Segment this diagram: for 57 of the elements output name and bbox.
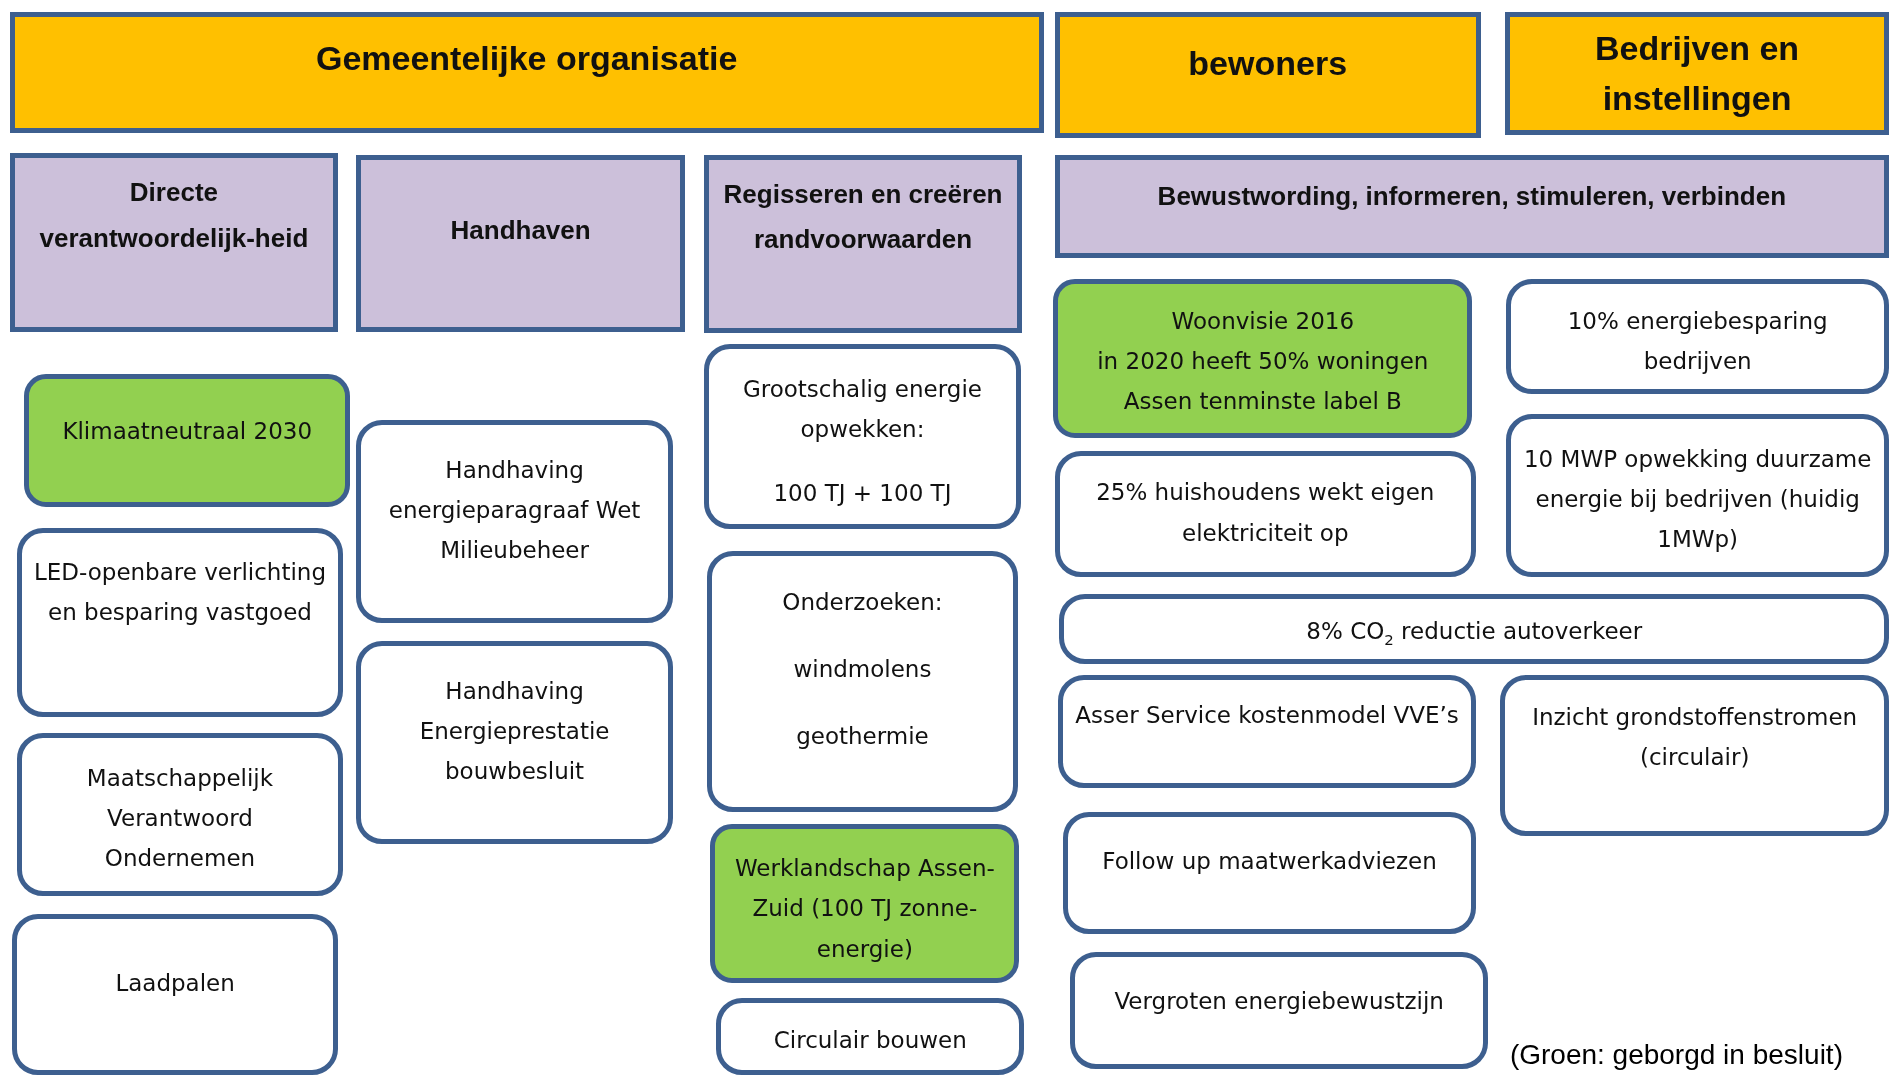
goal-card [16, 733, 344, 897]
category-box [9, 153, 339, 333]
goal-card [1062, 811, 1477, 934]
card-text: Follow up maatwerkadviezen [1101, 846, 1438, 876]
goal-card [1070, 951, 1489, 1069]
card-text: Handhaving Energieprestatie bouwbesluit [418, 676, 611, 787]
goal-card [1053, 279, 1473, 439]
heading-text: Regisseren en creëren randvoorwaarden [722, 177, 1004, 257]
card-text: Vergroten energiebewustzijn [1113, 987, 1445, 1016]
card-text: in 2020 heeft 50% woningen Assen tenminste label B [1096, 347, 1430, 417]
card-text: 10% energiebesparing bedrijven [1566, 306, 1829, 377]
heading-text: Handhaven [449, 213, 592, 247]
card-text: 25% huishoudens wekt eigen elektriciteit op [1095, 478, 1436, 548]
goal-card [16, 527, 344, 718]
card-text: Asser Service kostenmodel VVE’s [1074, 700, 1460, 730]
goal-card [1054, 450, 1477, 578]
goal-card [1506, 414, 1890, 578]
goal-card [1506, 279, 1890, 394]
heading-text: Directe verantwoordelijk-heid [38, 176, 310, 255]
goal-card [356, 420, 673, 624]
card-text: geothermie [795, 722, 930, 751]
card-text: Circulair bouwen [772, 1025, 968, 1055]
card-text: Klimaatneutraal 2030 [61, 416, 314, 446]
card-text: Grootschalig energie opwekken: [741, 374, 983, 444]
goal-card [12, 914, 339, 1075]
category-box [704, 154, 1022, 334]
card-text: Inzicht grondstoffenstromen (circulair) [1531, 703, 1859, 773]
card-text: Onderzoeken: [781, 588, 944, 618]
header-box [9, 12, 1044, 133]
goal-card [1058, 675, 1477, 788]
heading-text: bewoners [1187, 42, 1349, 84]
card-text: windmolens [792, 655, 933, 685]
category-box [356, 154, 685, 333]
note-text: (Groen: geborgd in besluit) [1509, 1038, 1843, 1071]
goal-card [716, 997, 1025, 1075]
goal-card [1059, 594, 1890, 665]
heading-text: Gemeentelijke organisatie [314, 38, 739, 79]
goal-card [1500, 675, 1890, 836]
card-text: 100 TJ + 100 TJ [772, 479, 953, 509]
card-text: LED-openbare verlichting en besparing vastgoed [32, 558, 327, 628]
goal-card [356, 641, 673, 845]
goal-card [706, 550, 1019, 812]
card-text: Woonvisie 2016 [1170, 306, 1356, 336]
heading-text: Bewustwording, informeren, stimuleren, verbinden [1156, 180, 1788, 214]
goal-card [24, 374, 351, 508]
heading-text: Bedrijven en instellingen [1594, 28, 1801, 119]
card-text: Laadpalen [114, 968, 236, 998]
goal-card [704, 344, 1021, 530]
card-text: 10 MWP opwekking duurzame energie bij bedrijven (huidig 1MWp) [1523, 444, 1873, 555]
goal-card [710, 823, 1020, 984]
card-text: Werklandschap Assen-Zuid (100 TJ zonne-energie) [733, 854, 996, 964]
card-text: 8% CO$_{2}$ reductie autoverkeer [1305, 617, 1644, 651]
header-box [1054, 12, 1481, 138]
card-text: Handhaving energieparagraaf Wet Milieubeheer [387, 455, 642, 565]
header-box [1505, 12, 1890, 136]
category-box [1054, 154, 1890, 259]
card-text: Maatschappelijk Verantwoord Ondernemen [85, 763, 275, 873]
